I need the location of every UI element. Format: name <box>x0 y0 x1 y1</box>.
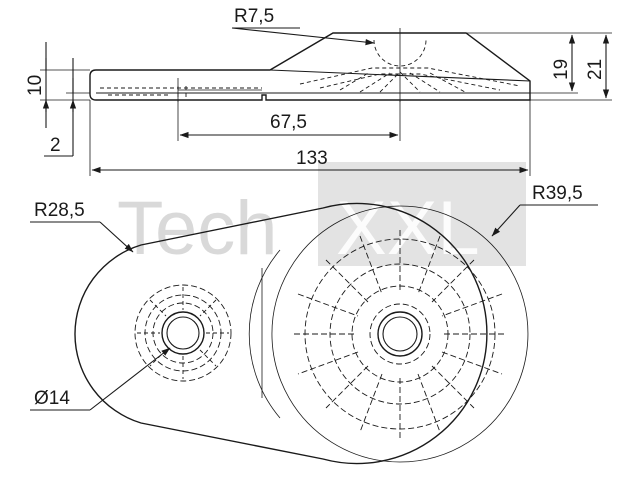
dim-height-19-label: 19 <box>551 59 572 80</box>
top-view <box>74 202 529 465</box>
small-hub-ribs <box>137 287 229 379</box>
large-hub-dash-core <box>369 303 431 365</box>
dim-height-total-left-label: 10 <box>25 75 46 96</box>
dim-top-radius-label: R7,5 <box>234 6 274 27</box>
dim-overall-length-label: 133 <box>296 148 328 169</box>
small-hub-hole-inner <box>166 316 200 350</box>
dim-hole-diameter-leader <box>89 347 171 411</box>
dim-hole-diameter-label: Ø14 <box>34 388 70 409</box>
top-view-outline <box>74 202 488 465</box>
dim-base-thickness-label: 2 <box>50 135 61 156</box>
top-view-inner-right-circle <box>271 205 529 463</box>
watermark-box <box>318 162 526 266</box>
side-view-hidden-ribs <box>339 71 466 93</box>
dim-hole-spacing-label: 67,5 <box>270 112 307 133</box>
dim-small-radius-label: R28,5 <box>34 200 85 221</box>
watermark-brand-tech: Tech <box>117 186 278 271</box>
dim-large-radius-leader <box>491 204 521 237</box>
dim-large-radius-label: R39,5 <box>532 183 583 204</box>
small-hub-hole <box>161 311 205 355</box>
small-hub-dash-outer <box>134 284 232 382</box>
top-view-inner-arc <box>248 249 281 419</box>
dim-top-radius-leader <box>231 27 375 46</box>
side-view-dimensions: R7,5 10 2 19 21 67,5 133 <box>25 6 612 176</box>
watermark: Tech XXL <box>117 162 526 271</box>
side-view-outline <box>89 32 531 101</box>
large-hub-ribs <box>294 230 506 440</box>
watermark-brand-xxl: XXL <box>336 186 480 271</box>
large-hub-hole <box>377 311 423 357</box>
dim-height-21-label: 21 <box>585 59 606 80</box>
dim-small-radius-leader <box>99 221 134 253</box>
side-view-hidden-arc <box>373 39 427 67</box>
top-view-dimensions: R28,5 R39,5 Ø14 <box>30 183 598 411</box>
large-hub-hole-inner <box>382 316 418 352</box>
side-view-hidden-cone <box>299 67 521 87</box>
side-view <box>89 28 531 102</box>
side-view-hidden-cone2 <box>319 73 501 91</box>
